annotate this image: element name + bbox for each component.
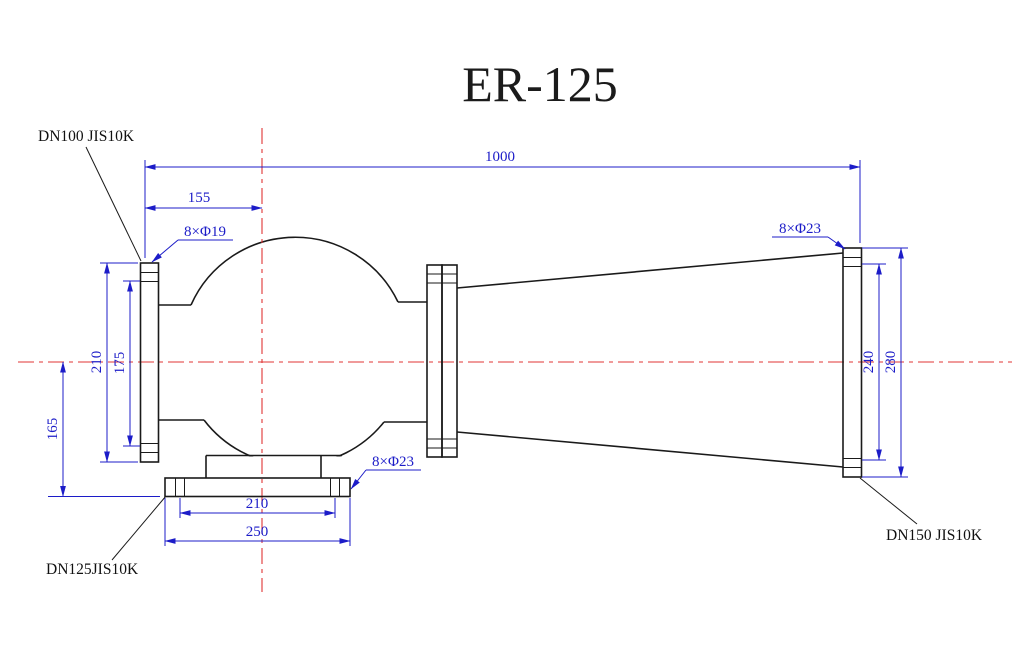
- dim-bottom-flange-od: 250: [164, 498, 351, 546]
- sphere-neck-clip: [182, 456, 418, 477]
- dim-value-280: 280: [883, 351, 899, 374]
- dim-right-flange-od: 280: [862, 247, 908, 478]
- dim-value-210-left: 210: [89, 351, 105, 374]
- dim-left-offset: 155: [144, 190, 263, 211]
- dim-value-210-bottom: 210: [246, 496, 269, 512]
- leader-dn150: [859, 477, 918, 525]
- callout-text-right: 8×Φ23: [779, 221, 821, 237]
- sphere-top-arc: [190, 236, 399, 306]
- dim-overall-length: 1000: [144, 149, 861, 258]
- callout-text-bottom: 8×Φ23: [372, 454, 414, 470]
- leader-dn100: [85, 146, 142, 262]
- mid-flange-right: [441, 264, 458, 458]
- leader-dn125: [111, 495, 167, 561]
- left-flange-bolt-hole-marks: [140, 272, 159, 453]
- mid-flange-left: [426, 264, 443, 458]
- bottom-flange-bolt-hole-marks: [175, 478, 340, 497]
- mid-flange-bolt-hole-marks: [427, 273, 457, 449]
- dim-value-175: 175: [112, 352, 128, 375]
- callout-bolts-right: 8×Φ23: [772, 221, 846, 250]
- dim-right-bolt-circle: 240: [861, 263, 886, 461]
- callout-bolts-bottom: 8×Φ23: [350, 454, 421, 490]
- label-text-dn125: DN125JIS10K: [46, 561, 139, 578]
- callout-bolts-left: 8×Φ19: [151, 224, 233, 263]
- sphere-body: [182, 236, 418, 477]
- bottom-flange: [164, 477, 351, 498]
- body-outline: [139, 247, 863, 498]
- left-inlet-pipe: [158, 304, 204, 421]
- label-text-dn100: DN100 JIS10K: [38, 128, 135, 145]
- dimensions: 1000 155 8×Φ19 210 175: [45, 149, 908, 546]
- right-flange: [842, 247, 863, 478]
- label-dn100: DN100 JIS10K: [38, 128, 142, 262]
- dim-left-flange-od: 210: [89, 262, 138, 463]
- dim-left-bolt-circle: 175: [112, 280, 140, 447]
- right-flange-bolt-hole-marks: [843, 257, 862, 468]
- label-dn125: DN125JIS10K: [46, 495, 167, 578]
- diffuser-cone: [456, 252, 844, 468]
- connection-labels: DN100 JIS10K DN125JIS10K DN150 JIS10K: [38, 128, 983, 578]
- label-text-dn150: DN150 JIS10K: [886, 527, 983, 544]
- dim-bottom-bolt-circle: 210: [179, 496, 336, 518]
- dim-value-1000: 1000: [485, 149, 515, 165]
- label-dn150: DN150 JIS10K: [859, 477, 983, 544]
- right-pipe-stub: [384, 301, 427, 423]
- callout-text-left: 8×Φ19: [184, 224, 226, 240]
- dim-value-165: 165: [45, 418, 61, 441]
- dim-center-to-bottom: 165: [45, 361, 160, 497]
- centerlines: [18, 128, 1012, 592]
- left-flange: [139, 262, 160, 463]
- dim-value-240: 240: [861, 351, 877, 374]
- dim-value-155: 155: [188, 190, 211, 206]
- dim-value-250: 250: [246, 524, 269, 540]
- drawing-title: ER-125: [462, 56, 618, 112]
- bottom-neck: [205, 454, 342, 478]
